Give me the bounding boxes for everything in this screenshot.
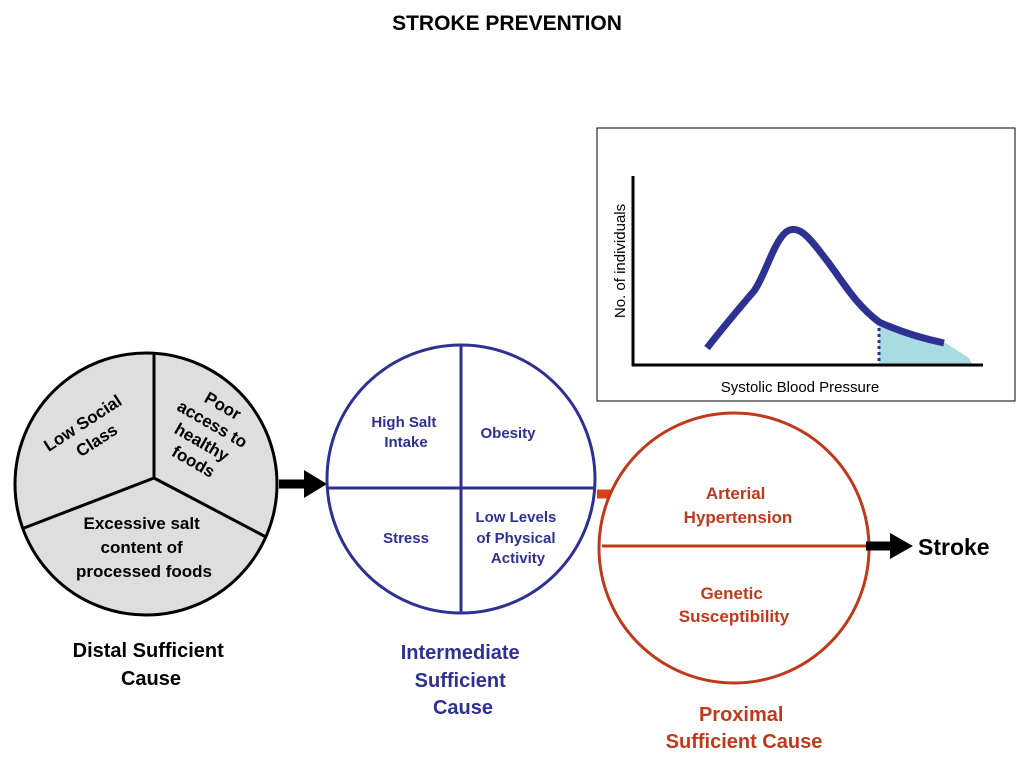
distal-cause-circle: Low Social Class Poor access to healthy … <box>13 351 279 617</box>
distal-divider-right <box>153 476 267 539</box>
proximal-segment-genetic-susceptibility: Genetic Susceptibility <box>679 584 790 626</box>
inset-chart-y-axis-label: No. of individuals <box>612 204 629 318</box>
inset-chart-x-axis-label: Systolic Blood Pressure <box>721 379 879 396</box>
intermediate-segment-low-physical-activity: Low Levels of Physical Activity <box>475 509 560 567</box>
intermediate-segment-obesity: Obesity <box>480 425 536 442</box>
arrow-proximal-to-stroke <box>866 533 913 559</box>
proximal-circle-outline <box>597 411 871 685</box>
inset-chart-distribution-curve <box>704 226 945 351</box>
distal-circle-outline <box>13 351 279 617</box>
distal-caption: Distal Sufficient Cause <box>73 640 230 690</box>
intermediate-segment-stress: Stress <box>383 530 429 547</box>
distal-divider-left <box>23 476 155 530</box>
page-title: STROKE PREVENTION <box>392 12 622 35</box>
distal-segment-excessive-salt: Excessive salt content of processed food… <box>76 514 212 581</box>
proximal-segment-arterial-hypertension: Arterial Hypertension <box>684 484 793 527</box>
intermediate-cause-circle: High Salt Intake Obesity Stress Low Leve… <box>325 343 597 615</box>
arrow-distal-to-intermediate <box>279 470 327 498</box>
intermediate-segment-high-salt-intake: High Salt Intake <box>371 414 440 451</box>
proximal-cause-circle: Arterial Hypertension Genetic Susceptibi… <box>597 411 871 685</box>
inset-bp-distribution-chart: No. of individuals Systolic Blood Pressu… <box>596 127 1016 402</box>
outcome-stroke-label: Stroke <box>918 534 990 560</box>
proximal-caption: Proximal Sufficient Cause <box>666 704 823 753</box>
intermediate-caption: Intermediate Sufficient Cause <box>401 642 526 719</box>
